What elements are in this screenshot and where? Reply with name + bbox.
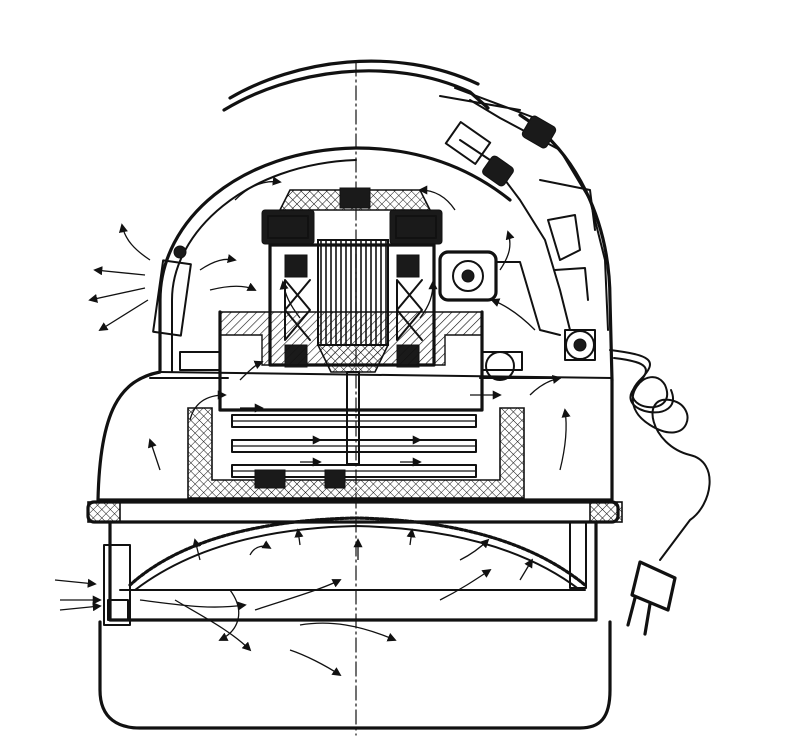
capacitor — [438, 250, 561, 336]
plug — [626, 560, 677, 636]
exhaust-grille — [152, 245, 192, 337]
dust-filter-bag — [128, 516, 587, 587]
motor-shaft — [346, 371, 360, 465]
power-cord — [609, 349, 711, 561]
lower-dust-container — [98, 620, 612, 730]
inlet-port — [103, 544, 131, 626]
fan-impellers — [231, 414, 477, 478]
handle — [222, 59, 536, 119]
filter-chamber — [86, 500, 623, 622]
airflow-arrows — [54, 176, 571, 677]
switch-assembly — [444, 99, 609, 361]
fan-assembly — [149, 310, 561, 499]
